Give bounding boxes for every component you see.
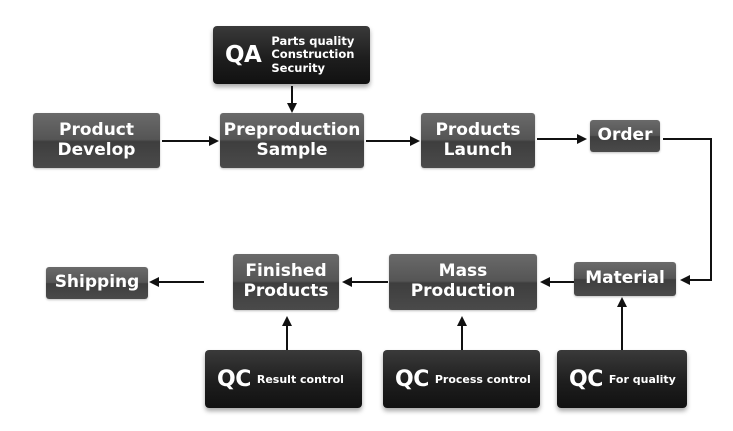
- qc-quality-tag: QC: [569, 366, 603, 392]
- qc-for-quality-box: QC For quality: [557, 350, 687, 408]
- arrow-order-to-material: [663, 138, 712, 285]
- product-develop-box: Product Develop: [33, 113, 160, 168]
- mass-production-line1: Mass: [438, 261, 488, 282]
- qa-item-parts-quality: Parts quality: [271, 34, 355, 49]
- products-launch-box: Products Launch: [421, 113, 535, 168]
- order-box: Order: [590, 120, 660, 152]
- mass-production-box: Mass Production: [389, 254, 537, 310]
- qc-process-control-box: QC Process control: [383, 350, 540, 408]
- finished-products-line2: Products: [243, 281, 329, 301]
- shipping-label: Shipping: [54, 272, 140, 293]
- finished-products-box: Finished Products: [233, 254, 339, 310]
- qc-result-tag: QC: [217, 366, 251, 392]
- material-label: Material: [585, 268, 665, 289]
- qc-result-desc: Result control: [256, 372, 344, 386]
- mass-production-line2: Production: [410, 281, 516, 301]
- order-label: Order: [597, 125, 653, 146]
- qc-process-desc: Process control: [434, 372, 531, 386]
- qc-process-tag: QC: [395, 366, 429, 392]
- preproduction-sample-line1: Preproduction: [223, 119, 361, 140]
- preproduction-sample-line2: Sample: [256, 139, 328, 160]
- qc-quality-desc: For quality: [608, 372, 676, 386]
- qa-items: Parts quality Construction Security: [271, 34, 355, 75]
- qa-item-construction: Construction: [271, 47, 355, 62]
- qa-box: QA Parts quality Construction Security: [213, 26, 370, 84]
- products-launch-line1: Products: [435, 119, 521, 140]
- product-develop-line2: Develop: [57, 139, 136, 160]
- finished-products-line1: Finished: [245, 261, 327, 282]
- qa-tag: QA: [225, 42, 262, 68]
- preproduction-sample-box: Preproduction Sample: [220, 113, 364, 168]
- products-launch-line2: Launch: [443, 139, 513, 160]
- product-develop-line1: Product: [59, 119, 134, 140]
- shipping-box: Shipping: [46, 267, 148, 299]
- material-box: Material: [574, 262, 676, 296]
- qa-item-security: Security: [271, 60, 326, 75]
- qc-result-control-box: QC Result control: [205, 350, 362, 408]
